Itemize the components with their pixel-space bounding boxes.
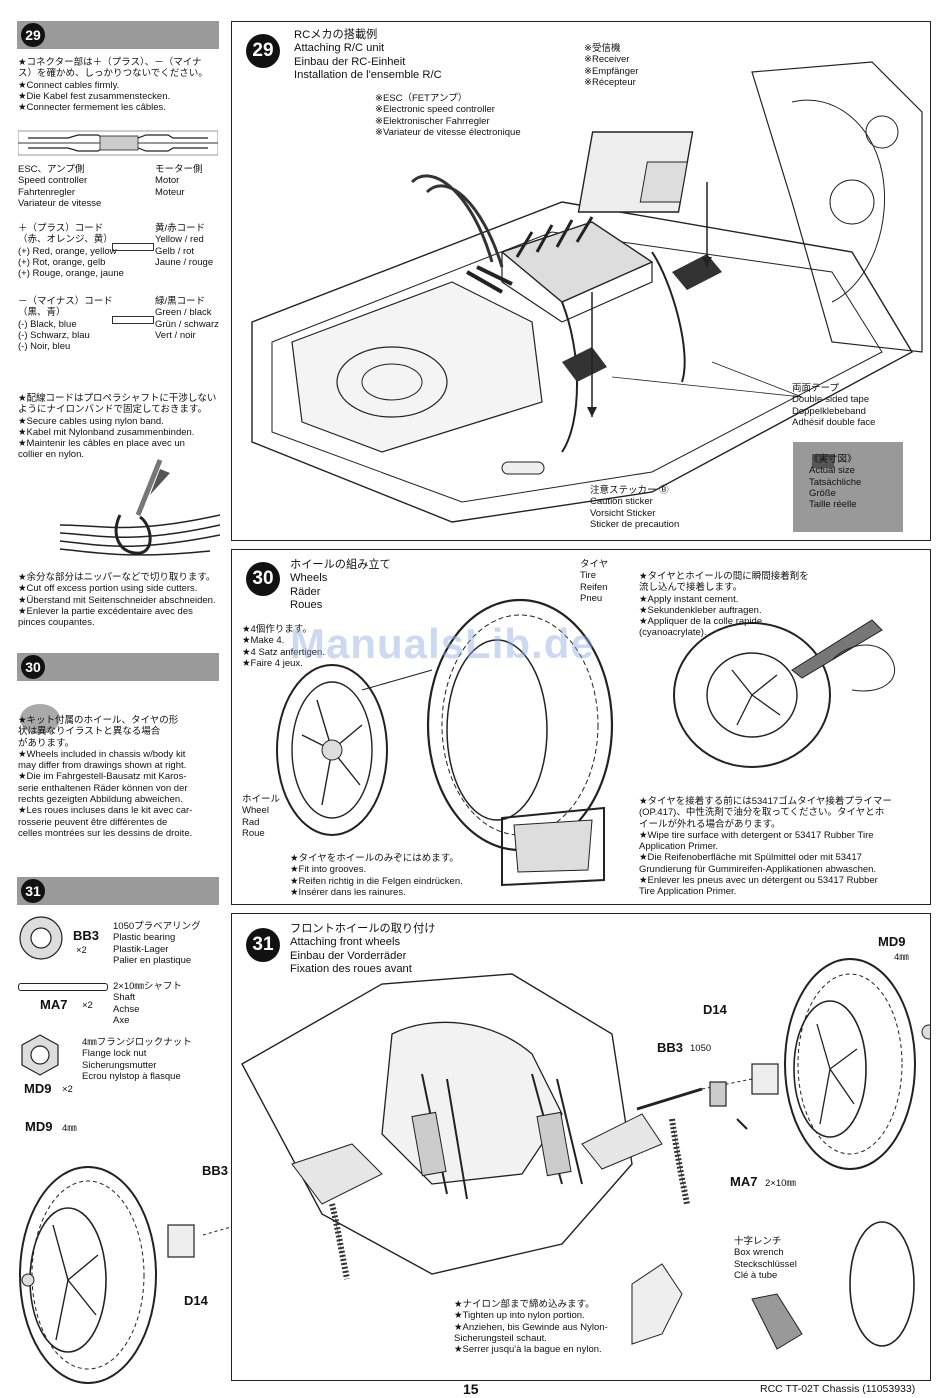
- wheel-label: ホイール Wheel Rad Roue: [242, 794, 281, 839]
- step-30-header: 30: [17, 653, 219, 681]
- plus-cord-label: ＋（プラス）コード （赤、オレンジ、黄） (+) Red, orange, ye…: [18, 223, 124, 280]
- actual-size-box: 《実寸図》 Actual size Tatsächliche Größe Tai…: [793, 442, 903, 532]
- plus-color-label: 黄/赤コード Yellow / red Gelb / rot Jaune / r…: [155, 223, 214, 268]
- esc-side-label: ESC、アンプ側 Speed controller Fahrtenregler …: [18, 164, 102, 209]
- front-suspension-drawing: [241, 958, 930, 1350]
- step-30-panel: 30 ホイールの組み立て Wheels Räder Roues ★4個作ります。…: [231, 549, 931, 905]
- connector-diagram: [18, 130, 218, 156]
- step-31-title: フロントホイールの取り付け Attaching front wheels Ein…: [290, 923, 436, 975]
- step-29-badge: 29: [21, 23, 45, 47]
- rc-unit-chassis-drawing: [251, 61, 923, 523]
- md9-qty: ×2: [62, 1084, 73, 1095]
- step-30-badge: 30: [21, 655, 45, 679]
- step-31-panel: 31 フロントホイールの取り付け Attaching front wheels …: [231, 913, 931, 1381]
- bb3-description: 1050プラベアリング Plastic bearing Plastik-Lage…: [113, 921, 201, 966]
- md9-description: 4㎜フランジロックナット Flange lock nut Sicherungsm…: [82, 1037, 192, 1082]
- ma7-qty: ×2: [82, 1000, 93, 1011]
- primer-note: ★タイヤを接着する前には53417ゴムタイヤ接着プライマー (OP.417)、中…: [639, 796, 892, 898]
- wheel-tire-exploded-drawing: [276, 598, 895, 887]
- bb3-code: BB3: [73, 928, 100, 943]
- cut-excess-note: ★余分な部分はニッパーなどで切り取ります。 ★Cut off excess po…: [18, 572, 216, 629]
- wheels-differ-note: ★キット付属のホイール、タイヤの形 状は異なりイラストと異なる場合 があります。…: [18, 715, 193, 839]
- step-31-header: 31: [17, 877, 219, 905]
- footer-title: RCC TT-02T Chassis (11053933): [760, 1383, 916, 1395]
- step-29-panel-badge: 29: [246, 34, 280, 68]
- minus-color-label: 緑/黒コード Green / black Grün / schwarz Vert…: [155, 296, 219, 341]
- left-md9-label: MD9: [25, 1119, 53, 1134]
- double-sided-tape-label: 両面テープ Double-sided tape Doppelklebeband …: [792, 383, 876, 428]
- plastic-bearing-icon: [19, 916, 63, 960]
- right-md9-label: MD9: [878, 934, 906, 949]
- left-d14-label: D14: [184, 1293, 208, 1308]
- right-ma7-label: MA7: [730, 1174, 758, 1189]
- left-md9-size: 4㎜: [62, 1123, 77, 1134]
- esc-label: ※ESC（FETアンプ） ※Electronic speed controlle…: [375, 93, 521, 138]
- actual-size-label: 《実寸図》 Actual size Tatsächliche Größe Tai…: [809, 454, 862, 511]
- apply-cement-note: ★タイヤとホイールの間に瞬間接着剤を 流し込んで接着します。 ★Apply in…: [639, 571, 809, 639]
- nylon-band-diagram: [60, 459, 220, 556]
- step-31-badge: 31: [21, 879, 45, 903]
- bb3-qty: ×2: [76, 945, 87, 956]
- right-bb3-label: BB3: [657, 1040, 684, 1055]
- motor-side-label: モーター側 Motor Moteur: [155, 164, 203, 198]
- left-bb3-label: BB3: [202, 1163, 229, 1178]
- note-badge-shape: [20, 704, 60, 734]
- plus-cord-connector: [112, 243, 154, 251]
- minus-cord-label: －（マイナス）コード （黒、青） (-) Black, blue (-) Sch…: [18, 296, 113, 353]
- flange-lock-nut-icon: [21, 1034, 59, 1076]
- connector-note: ★コネクター部は＋（プラス）、－（マイナ ス）を確かめ、しっかりつないでください…: [18, 57, 208, 114]
- caution-sticker-label: 注意ステッカー Ⓑ Caution sticker Vorsicht Stick…: [590, 485, 680, 530]
- step-29-panel: 29 RCメカの搭載例 Attaching R/C unit Einbau de…: [231, 21, 931, 541]
- page-number: 15: [463, 1381, 479, 1397]
- ma7-code: MA7: [40, 997, 68, 1012]
- md9-code: MD9: [24, 1081, 52, 1096]
- left-front-wheel-drawing: [19, 1166, 274, 1384]
- ma7-description: 2×10㎜シャフト Shaft Achse Axe: [113, 981, 182, 1026]
- shaft-icon: [18, 983, 108, 991]
- step-30-panel-badge: 30: [246, 562, 280, 596]
- make-4-note: ★4個作ります。 ★Make 4. ★4 Satz anfertigen. ★F…: [242, 624, 325, 669]
- tire-label: タイヤ Tire Reifen Pneu: [580, 559, 609, 604]
- actual-size-tape-icon: [812, 454, 834, 468]
- box-wrench-label: 十字レンチ Box wrench Steckschlüssel Clé à tu…: [734, 1236, 797, 1281]
- right-ma7-size: 2×10㎜: [765, 1178, 796, 1189]
- step-31-panel-badge: 31: [246, 928, 280, 962]
- step-30-title: ホイールの組み立て Wheels Räder Roues: [290, 559, 391, 611]
- receiver-label: ※受信機 ※Receiver ※Empfänger ※Récepteur: [584, 43, 639, 88]
- minus-cord-connector: [112, 316, 154, 324]
- fit-grooves-note: ★タイヤをホイールのみぞにはめます。 ★Fit into grooves. ★R…: [290, 853, 463, 898]
- watermark: ManualsLib.de: [290, 620, 595, 667]
- step-29-header: 29: [17, 21, 219, 49]
- right-md9-size: 4㎜: [894, 952, 909, 963]
- tighten-nylon-note: ★ナイロン部まで締め込みます。 ★Tighten up into nylon p…: [454, 1299, 608, 1356]
- right-d14-label: D14: [703, 1002, 727, 1017]
- right-bb3-size: 1050: [690, 1043, 712, 1054]
- step-29-title: RCメカの搭載例 Attaching R/C unit Einbau der R…: [294, 29, 442, 81]
- secure-cables-note: ★配線コードはプロペラシャフトに干渉しない ようにナイロンバンドで固定しておきま…: [18, 393, 217, 461]
